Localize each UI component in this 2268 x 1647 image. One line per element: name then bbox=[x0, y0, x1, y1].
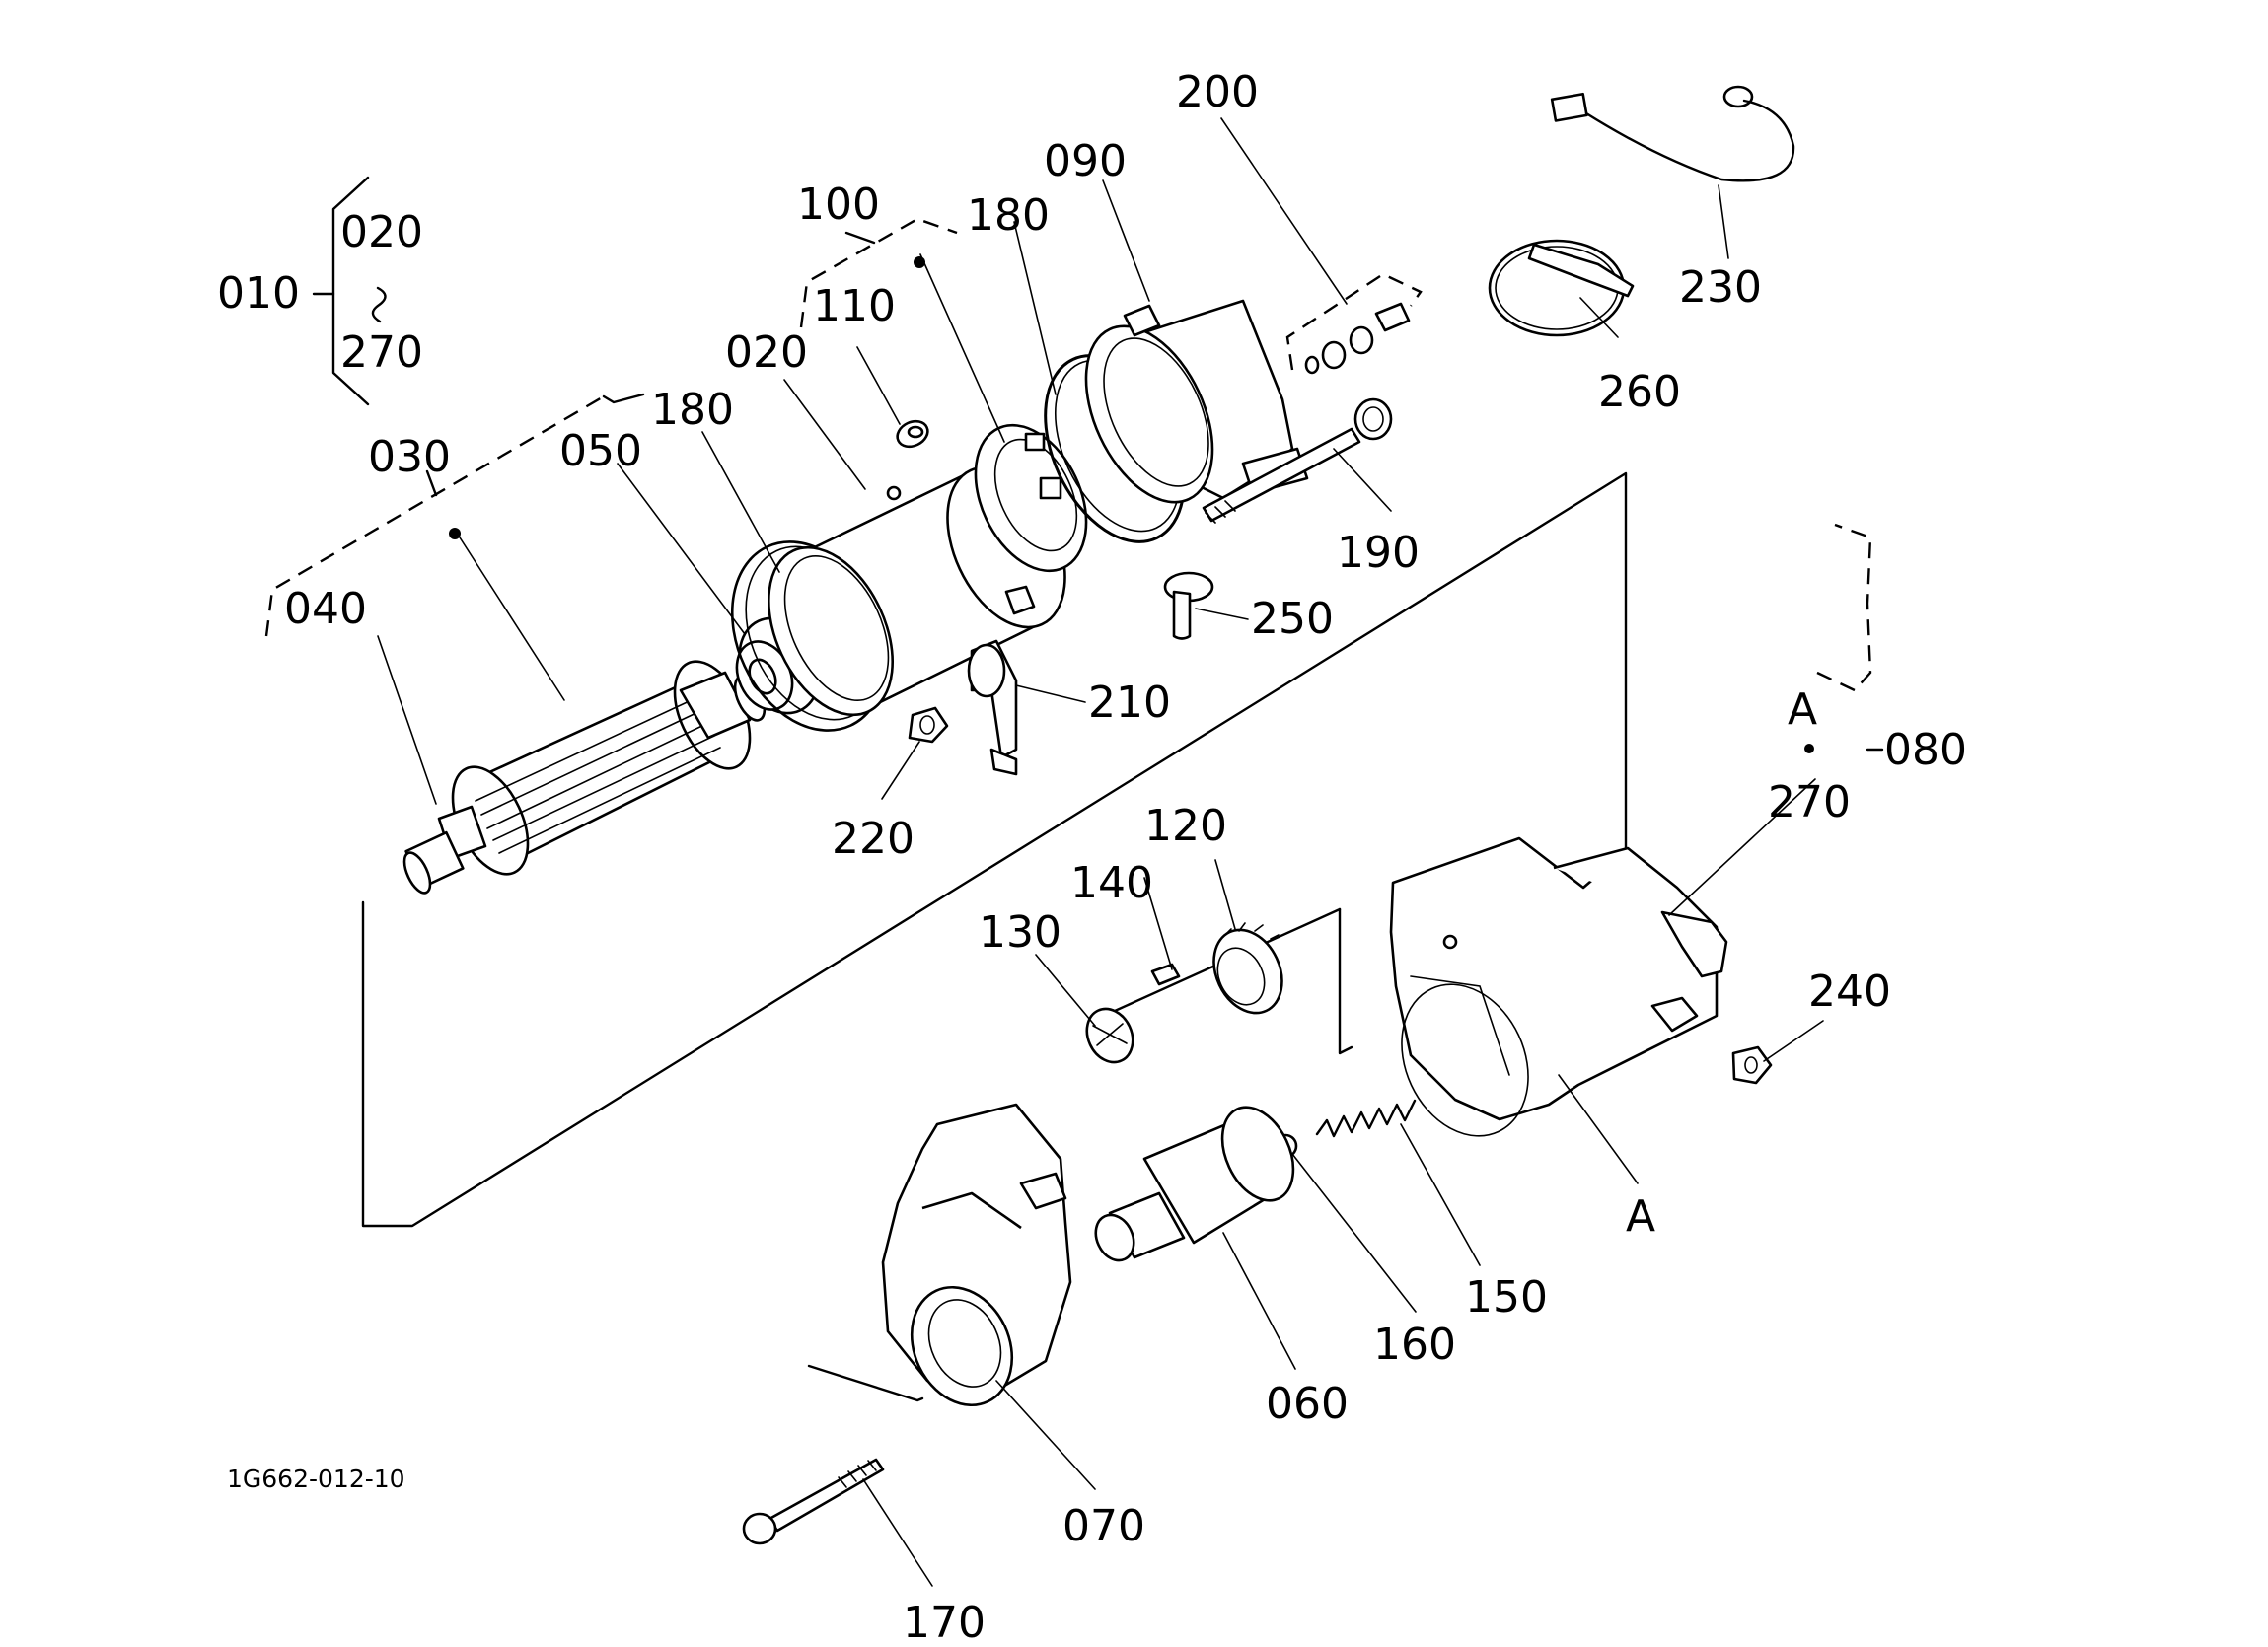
label-160: 160 bbox=[1373, 1320, 1456, 1370]
group-bracket-010 bbox=[312, 176, 387, 406]
part-labels: 010 020 270 030 040 050 180 020 100 110 … bbox=[217, 67, 1967, 1647]
label-140: 140 bbox=[1070, 858, 1153, 908]
label-180-b: 180 bbox=[967, 190, 1050, 241]
label-130: 130 bbox=[979, 907, 1061, 958]
label-reference-a-bottom: A bbox=[1626, 1191, 1655, 1242]
label-180-a: 180 bbox=[651, 385, 734, 435]
group-bracket-100 bbox=[799, 217, 958, 328]
label-230: 230 bbox=[1679, 262, 1762, 313]
label-260: 260 bbox=[1598, 367, 1681, 417]
nut-240 bbox=[1731, 1045, 1773, 1085]
group-bracket-030 bbox=[264, 393, 645, 637]
armature-040 bbox=[402, 660, 767, 895]
label-270-range: 270 bbox=[340, 327, 423, 378]
grommet-110 bbox=[896, 419, 929, 449]
through-bolt-170 bbox=[742, 1458, 885, 1545]
leader-lines bbox=[377, 117, 1824, 1587]
label-090: 090 bbox=[1044, 136, 1127, 186]
ref-dot-080 bbox=[1804, 744, 1814, 753]
group-bracket-200 bbox=[1285, 272, 1423, 371]
shift-lever-210 bbox=[967, 639, 1018, 776]
drawing-code: 1G662-012-10 bbox=[227, 1465, 405, 1493]
label-010: 010 bbox=[217, 268, 300, 319]
label-030: 030 bbox=[368, 432, 451, 482]
spring-150 bbox=[1315, 1099, 1417, 1138]
nut-220 bbox=[908, 706, 949, 744]
retainer-130 bbox=[1085, 1007, 1134, 1064]
band-260 bbox=[1488, 239, 1635, 337]
brush-holder-100 bbox=[974, 423, 1088, 573]
clutch-060 bbox=[1094, 1106, 1295, 1262]
through-bolt-190 bbox=[1202, 397, 1393, 524]
washer-set-200 bbox=[1304, 302, 1411, 375]
label-110: 110 bbox=[813, 281, 896, 331]
label-250: 250 bbox=[1251, 594, 1334, 644]
label-210: 210 bbox=[1088, 678, 1171, 728]
label-190: 190 bbox=[1337, 528, 1420, 578]
label-220: 220 bbox=[832, 814, 915, 864]
label-020-range: 020 bbox=[340, 207, 423, 257]
label-170: 170 bbox=[903, 1598, 986, 1647]
pin-140 bbox=[1150, 963, 1181, 986]
label-270: 270 bbox=[1768, 777, 1851, 827]
front-housing-070 bbox=[881, 1103, 1072, 1407]
label-080: 080 bbox=[1884, 725, 1967, 775]
label-120: 120 bbox=[1144, 801, 1227, 851]
group-bracket-080 bbox=[1816, 523, 1884, 752]
idle-gear-120 bbox=[1212, 922, 1283, 1015]
label-reference-a-top: A bbox=[1788, 684, 1817, 735]
label-050: 050 bbox=[559, 426, 642, 476]
magnet-switch-080 bbox=[1389, 836, 1728, 1137]
lead-wire-230 bbox=[1550, 85, 1795, 182]
label-070: 070 bbox=[1062, 1501, 1145, 1551]
label-100: 100 bbox=[797, 179, 880, 230]
ref-dot-100 bbox=[914, 256, 925, 268]
label-150: 150 bbox=[1465, 1272, 1548, 1323]
label-040: 040 bbox=[284, 584, 367, 634]
label-060: 060 bbox=[1266, 1379, 1349, 1429]
label-200: 200 bbox=[1176, 67, 1259, 117]
label-020: 020 bbox=[725, 327, 808, 378]
ref-dot-030 bbox=[449, 528, 461, 539]
label-240: 240 bbox=[1808, 967, 1891, 1017]
screw-250 bbox=[1163, 571, 1214, 640]
